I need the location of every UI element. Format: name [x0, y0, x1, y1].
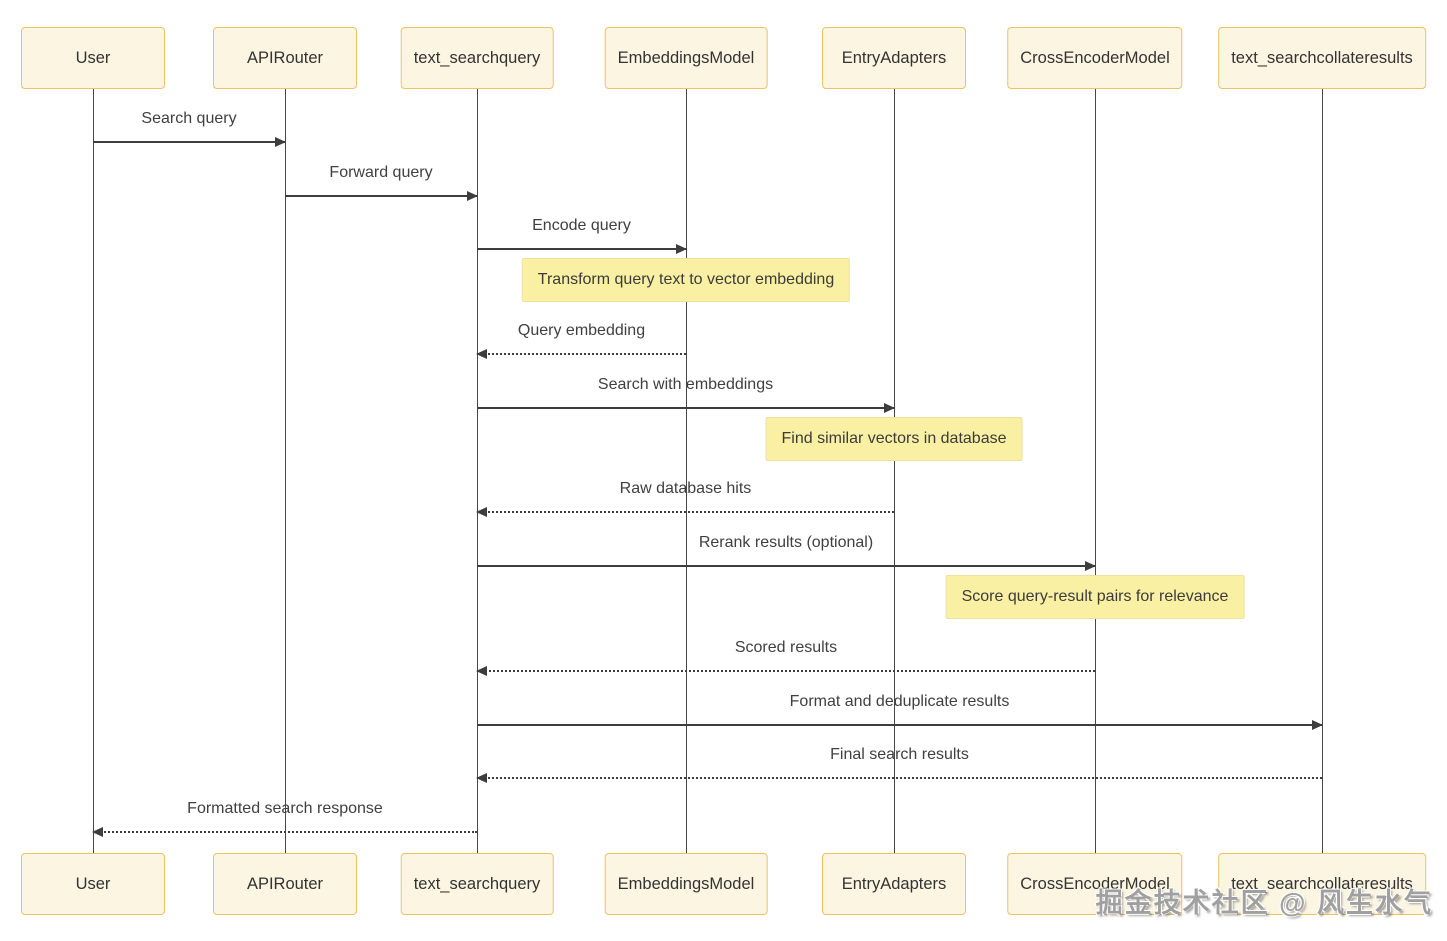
actor-label: User [75, 874, 111, 893]
actor-label: APIRouter [246, 874, 324, 893]
message-arrow [477, 561, 1096, 571]
message-raw-database-hits: Raw database hits [476, 473, 894, 517]
message-forward-query: Forward query [285, 157, 478, 201]
actor-entryadapters-top: EntryAdapters [822, 27, 966, 89]
message-search-query: Search query [93, 103, 286, 147]
message-formatted-search-response: Formatted search response [92, 793, 477, 837]
actor-label: APIRouter [246, 48, 324, 67]
message-encode-query: Encode query [477, 210, 687, 254]
actor-label: CrossEncoderModel [1020, 48, 1170, 67]
message-arrow [285, 191, 478, 201]
watermark: 掘金技术社区 @ 风生水气 [1095, 888, 1433, 918]
message-arrow [476, 349, 686, 359]
message-label: Final search results [830, 746, 969, 763]
actor-label: text_searchcollateresults [1231, 874, 1413, 893]
message-label: Search with embeddings [597, 376, 774, 393]
actor-label: EmbeddingsModel [617, 48, 755, 67]
actor-label: text_searchquery [413, 874, 541, 893]
actor-label: EntryAdapters [841, 874, 947, 893]
lifeline-text-searchquery [477, 89, 478, 853]
note-transform-query-text: Transform query text to vector embedding [521, 258, 851, 302]
actor-apirouter-top: APIRouter [213, 27, 357, 89]
message-label: Raw database hits [619, 480, 752, 497]
actor-text-searchcollateresults-bottom: text_searchcollateresults [1218, 853, 1426, 915]
lifeline-entryadapters [894, 89, 895, 853]
message-final-search-results: Final search results [476, 739, 1322, 783]
lifeline-crossencodermodel [1095, 89, 1096, 853]
actor-apirouter-bottom: APIRouter [213, 853, 357, 915]
actor-text-searchquery-top: text_searchquery [400, 27, 554, 89]
message-arrow [476, 666, 1095, 676]
actor-embeddingsmodel-top: EmbeddingsModel [604, 27, 768, 89]
message-rerank-results: Rerank results (optional) [477, 527, 1096, 571]
message-label: Scored results [734, 639, 838, 656]
actor-label: CrossEncoderModel [1020, 874, 1170, 893]
message-label: Encode query [532, 217, 631, 234]
actor-text-searchcollateresults-top: text_searchcollateresults [1218, 27, 1426, 89]
message-label: Rerank results (optional) [698, 534, 874, 551]
actor-label: text_searchcollateresults [1231, 48, 1413, 67]
message-format-and-deduplicate: Format and deduplicate results [477, 686, 1323, 730]
actor-label: EmbeddingsModel [617, 874, 755, 893]
message-arrow [477, 720, 1323, 730]
message-label: Forward query [329, 164, 433, 181]
note-score-query-result-pairs: Score query-result pairs for relevance [945, 575, 1245, 619]
actor-text-searchquery-bottom: text_searchquery [400, 853, 554, 915]
lifeline-text-searchcollateresults [1322, 89, 1323, 853]
message-label: Formatted search response [187, 800, 383, 817]
note-find-similar-vectors: Find similar vectors in database [765, 417, 1023, 461]
actor-entryadapters-bottom: EntryAdapters [822, 853, 966, 915]
message-label: Format and deduplicate results [789, 693, 1010, 710]
message-label: Query embedding [517, 322, 646, 339]
actor-embeddingsmodel-bottom: EmbeddingsModel [604, 853, 768, 915]
message-query-embedding: Query embedding [476, 315, 686, 359]
lifeline-user [93, 89, 94, 853]
actor-user-bottom: User [21, 853, 165, 915]
message-arrow [477, 403, 895, 413]
lifeline-apirouter [285, 89, 286, 853]
message-arrow [93, 137, 286, 147]
actor-user-top: User [21, 27, 165, 89]
actor-label: text_searchquery [413, 48, 541, 67]
lifeline-embeddingsmodel [686, 89, 687, 853]
message-search-with-embeddings: Search with embeddings [477, 369, 895, 413]
message-arrow [476, 507, 894, 517]
actor-label: EntryAdapters [841, 48, 947, 67]
message-arrow [476, 773, 1322, 783]
actor-crossencodermodel-bottom: CrossEncoderModel [1007, 853, 1183, 915]
message-arrow [92, 827, 477, 837]
message-label: Search query [141, 110, 237, 127]
actor-crossencodermodel-top: CrossEncoderModel [1007, 27, 1183, 89]
message-arrow [477, 244, 687, 254]
message-scored-results: Scored results [476, 632, 1095, 676]
actor-label: User [75, 48, 111, 67]
